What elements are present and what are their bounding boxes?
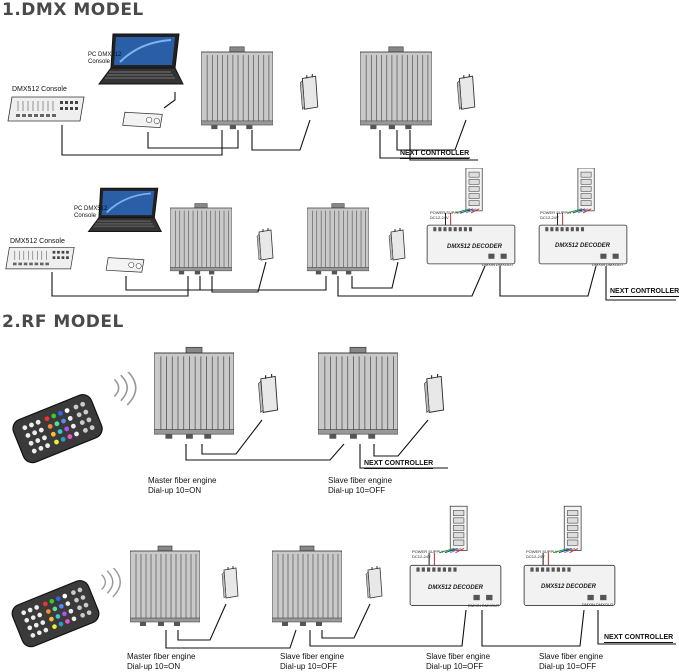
rf-remote [8, 578, 102, 648]
dmx512-console [5, 246, 75, 270]
fiber-engine [307, 203, 369, 275]
next-controller-label: NEXT CONTROLLER [604, 634, 674, 643]
next-controller-label: NEXT CONTROLLER [364, 460, 434, 469]
master-fiber-engine-label: Master fiber engine Dial-up 10=ON [148, 476, 217, 495]
slave-fiber-engine-label: Slave fiber engine Dial-up 10=OFF [426, 652, 491, 671]
power-adapter [423, 374, 445, 413]
rf-row-2 [8, 505, 676, 649]
next-controller-label: NEXT CONTROLLER [400, 150, 470, 159]
slave-fiber-engine [318, 346, 398, 440]
power-adapter [257, 374, 279, 413]
slave-fiber-engine-label: Slave fiber engine Dial-up 10=OFF [280, 652, 345, 671]
pc-dmx512-console-label: PC DMX512 Console [74, 206, 108, 219]
power-adapter [256, 228, 274, 261]
dmx512-console [7, 96, 85, 122]
rf-row-1 [9, 346, 448, 469]
power-supply-label: POWER SUPPLY DC12-24V [430, 210, 462, 220]
dmx-ports-label: DMXIN DMXOUT [482, 262, 514, 267]
dmx512-console-label: DMX512 Console [10, 238, 65, 245]
power-adapter [388, 228, 406, 261]
dmx-row-1 [7, 33, 478, 161]
next-controller-label: NEXT CONTROLLER [610, 288, 679, 297]
slave-fiber-engine [272, 545, 342, 627]
signal-waves-icon [100, 568, 122, 598]
dmx-row-2 [5, 168, 676, 301]
dmx-ports-label: DMXIN DMXOUT [592, 262, 624, 267]
power-supply-label: POWER SUPPLY DC12-24V [540, 210, 572, 220]
pc-dmx512-console-label: PC DMX512 Console [88, 52, 122, 65]
decoder-title: DMX512 DECODER [428, 585, 484, 591]
fiber-engine [170, 203, 232, 275]
master-fiber-engine [130, 545, 200, 627]
power-adapter [299, 74, 319, 110]
usb-dmx-interface [122, 111, 163, 128]
power-supply-label: POWER SUPPLY DC12-24V [526, 549, 558, 559]
usb-dmx-interface [105, 257, 145, 273]
slave-fiber-engine-label: Slave fiber engine Dial-up 10=OFF [328, 476, 393, 495]
dmx-ports-label: DMXIN DMXOUT [582, 602, 614, 607]
decoder-title: DMX512 DECODER [541, 584, 597, 590]
master-fiber-engine-label: Master fiber engine Dial-up 10=ON [127, 652, 196, 671]
dmx-model-title: 1.DMX MODEL [2, 0, 144, 20]
decoder-title: DMX512 DECODER [555, 243, 611, 249]
power-adapter [456, 74, 476, 110]
dmx-ports-label: DMXIN DMXOUT [468, 603, 500, 608]
rf-remote [9, 392, 106, 464]
decoder-title: DMX512 DECODER [447, 244, 503, 250]
signal-waves-icon [113, 372, 137, 406]
power-adapter [221, 566, 239, 599]
slave-fiber-engine-label: Slave fiber engine Dial-up 10=OFF [539, 652, 604, 671]
master-fiber-engine [154, 346, 234, 440]
fiber-engine [360, 46, 432, 130]
rf-model-title: 2.RF MODEL [2, 312, 124, 332]
power-adapter [365, 566, 383, 599]
power-supply-label: POWER SUPPLY DC12-24V [412, 549, 444, 559]
dmx512-console-label: DMX512 Console [12, 86, 67, 93]
fiber-engine [201, 46, 273, 130]
